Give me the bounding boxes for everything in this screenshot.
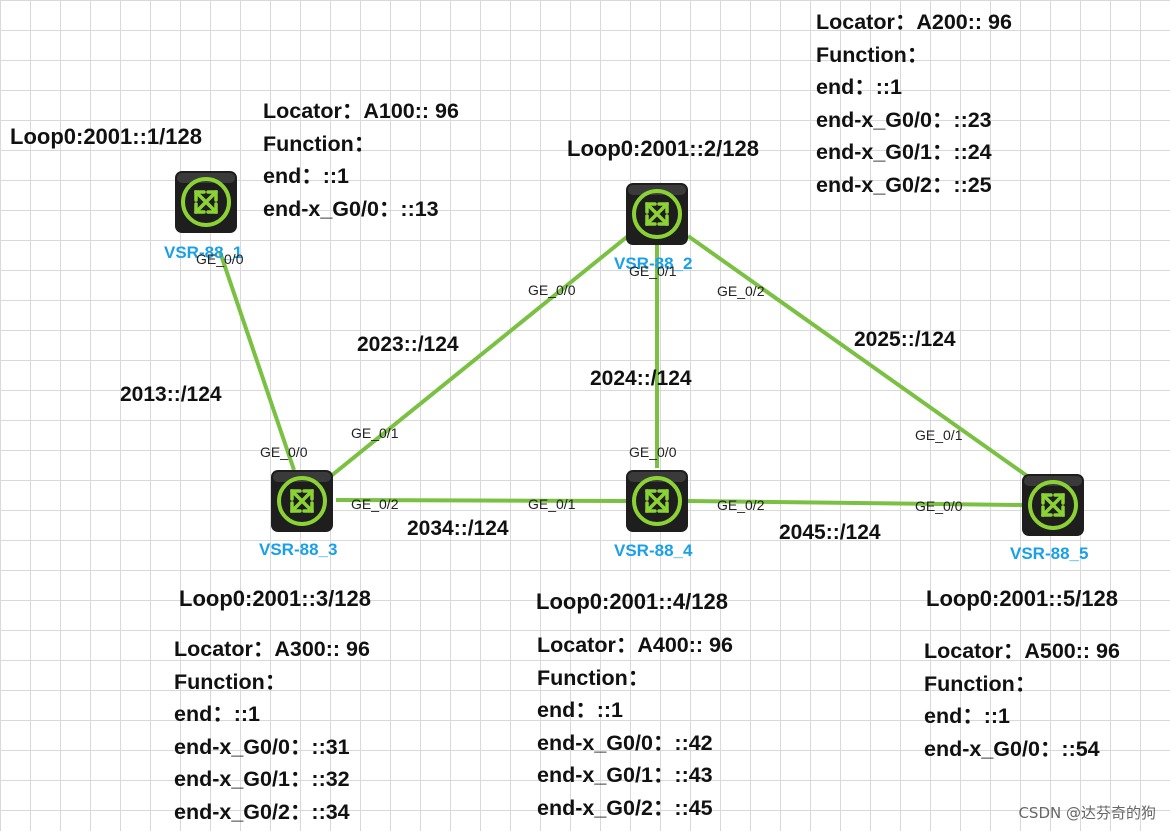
- loopback-r4: Loop0:2001::4/128: [536, 589, 728, 614]
- end-x-line: end-x_G0/1：::32: [174, 767, 350, 791]
- router-name-r2: VSR-88_2: [614, 254, 693, 273]
- locator-line: Locator：A500:: 96: [924, 639, 1120, 663]
- end-line: end：::1: [537, 698, 624, 722]
- end-x-line: end-x_G0/2：::45: [537, 795, 713, 820]
- router-icon: [1022, 474, 1084, 536]
- port-label: GE_0/1: [629, 263, 677, 279]
- loopback-r3: Loop0:2001::3/128: [179, 586, 371, 611]
- port-label: GE_0/1: [915, 427, 963, 443]
- router-name-r1: VSR-88_1: [164, 243, 243, 262]
- link-r1-r3: [218, 251, 296, 471]
- function-line: Function：: [263, 131, 376, 156]
- subnet-label: 2024::/124: [590, 367, 692, 390]
- subnet-label: 2045::/124: [779, 521, 881, 544]
- router-r2[interactable]: [625, 182, 689, 246]
- port-label: GE_0/0: [196, 251, 244, 267]
- port-label: GE_0/0: [528, 282, 576, 298]
- locator-line: Locator：A400:: 96: [537, 633, 733, 657]
- end-x-line: end-x_G0/1：::24: [816, 140, 992, 164]
- port-label: GE_0/0: [915, 498, 963, 514]
- srv6-info-r4: Locator：A400:: 96 Function： end：::1 end-…: [537, 629, 733, 824]
- port-label: GE_0/0: [629, 444, 677, 460]
- srv6-info-r2: Locator：A200:: 96 Function： end：::1 end-…: [816, 6, 1012, 201]
- loopback-r1: Loop0:2001::1/128: [10, 124, 202, 149]
- router-name-r5: VSR-88_5: [1010, 544, 1089, 563]
- port-label: GE_0/2: [351, 496, 399, 512]
- subnet-label: 2034::/124: [407, 517, 509, 540]
- function-line: Function：: [924, 671, 1037, 696]
- link-r3-r4: [335, 498, 627, 503]
- function-line: Function：: [174, 669, 287, 694]
- subnet-label: 2013::/124: [120, 383, 222, 406]
- router-r1[interactable]: [174, 170, 238, 234]
- end-x-line: end-x_G0/1：::43: [537, 763, 713, 787]
- end-line: end：::1: [263, 164, 350, 188]
- srv6-info-r3: Locator：A300:: 96 Function： end：::1 end-…: [174, 633, 370, 828]
- end-x-line: end-x_G0/2：::34: [174, 799, 350, 824]
- port-label: GE_0/2: [717, 283, 765, 299]
- subnet-label: 2025::/124: [854, 328, 956, 351]
- subnet-label: 2023::/124: [357, 333, 459, 356]
- end-line: end：::1: [924, 704, 1011, 728]
- end-x-line: end-x_G0/0：::23: [816, 107, 992, 132]
- watermark: CSDN @达芬奇的狗: [1018, 804, 1156, 822]
- router-icon: [626, 470, 688, 532]
- router-icon: [175, 171, 237, 233]
- function-line: Function：: [537, 665, 650, 690]
- port-label: GE_0/1: [351, 425, 399, 441]
- locator-line: Locator：A100:: 96: [263, 99, 459, 123]
- end-line: end：::1: [816, 75, 903, 99]
- end-line: end：::1: [174, 702, 261, 726]
- end-x-line: end-x_G0/0：::42: [537, 730, 713, 755]
- router-name-r3: VSR-88_3: [259, 540, 338, 559]
- router-icon: [626, 183, 688, 245]
- function-line: Function：: [816, 42, 929, 67]
- locator-line: Locator：A300:: 96: [174, 637, 370, 661]
- loopback-r2: Loop0:2001::2/128: [567, 136, 759, 161]
- end-x-line: end-x_G0/2：::25: [816, 172, 992, 197]
- port-label: GE_0/1: [528, 496, 576, 512]
- port-label: GE_0/0: [260, 444, 308, 460]
- router-r4[interactable]: [625, 469, 689, 533]
- end-x-line: end-x_G0/0：::31: [174, 734, 350, 759]
- router-r5[interactable]: [1021, 473, 1085, 537]
- link-r4-r5: [687, 499, 1023, 507]
- router-name-r4: VSR-88_4: [614, 541, 693, 560]
- link-r2-r3: [324, 234, 630, 482]
- end-x-line: end-x_G0/0：::54: [924, 736, 1100, 761]
- router-icon: [271, 470, 333, 532]
- loopback-r5: Loop0:2001::5/128: [926, 586, 1118, 611]
- srv6-info-r1: Locator：A100:: 96 Function： end：::1 end-…: [263, 95, 459, 225]
- locator-line: Locator：A200:: 96: [816, 10, 1012, 34]
- link-r2-r5: [686, 234, 1032, 480]
- end-x-line: end-x_G0/0：::13: [263, 196, 439, 221]
- port-label: GE_0/2: [717, 497, 765, 513]
- router-r3[interactable]: [270, 469, 334, 533]
- srv6-info-r5: Locator：A500:: 96 Function： end：::1 end-…: [924, 635, 1120, 765]
